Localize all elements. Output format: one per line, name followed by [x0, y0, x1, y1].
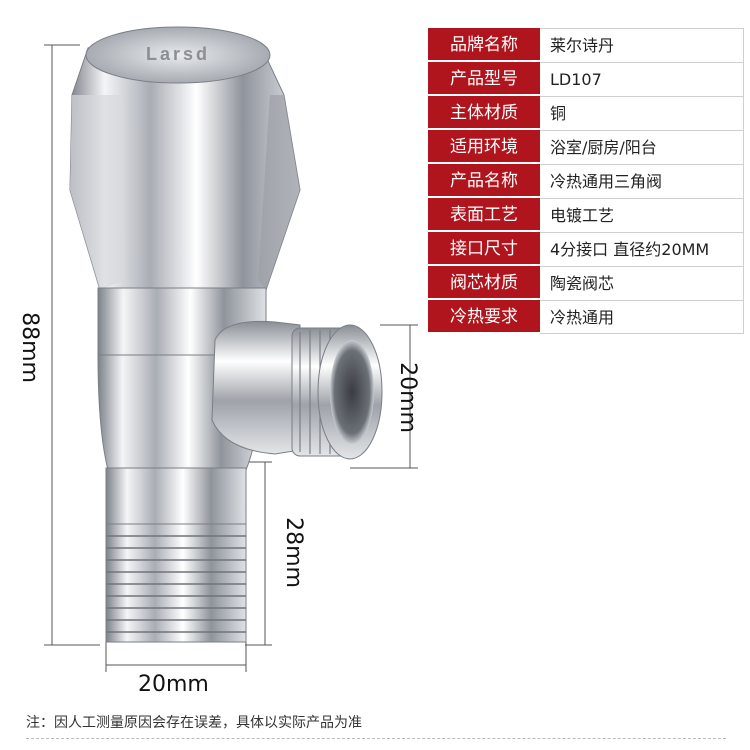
- base-width-dimension: [105, 640, 247, 672]
- footer-divider: [26, 738, 726, 739]
- outlet-diameter-value: 20mm: [394, 362, 420, 433]
- spec-label: 表面工艺: [428, 198, 540, 232]
- spec-value: 电镀工艺: [540, 198, 744, 232]
- thread-length-value: 28mm: [280, 517, 306, 588]
- side-outlet: [211, 320, 383, 460]
- spec-label: 阀芯材质: [428, 266, 540, 300]
- spec-label: 接口尺寸: [428, 232, 540, 266]
- spec-row: 品牌名称 莱尔诗丹: [428, 28, 744, 62]
- measurement-note: 注：因人工测量原因会存在误差，具体以实际产品为准: [26, 715, 362, 731]
- height-dimension: [44, 44, 100, 646]
- spec-value: 冷热通用: [540, 300, 744, 334]
- spec-value: 铜: [540, 96, 744, 130]
- thread-dimension: [245, 461, 272, 646]
- spec-value: 浴室/厨房/阳台: [540, 130, 744, 164]
- spec-label: 适用环境: [428, 130, 540, 164]
- spec-row: 产品型号 LD107: [428, 62, 744, 96]
- outlet-dimension: [350, 324, 418, 469]
- spec-value: 陶瓷阀芯: [540, 266, 744, 300]
- spec-label: 产品名称: [428, 164, 540, 198]
- spec-label: 产品型号: [428, 62, 540, 96]
- spec-table: 品牌名称 莱尔诗丹 产品型号 LD107 主体材质 铜 适用环境 浴室/厨房/阳…: [428, 28, 744, 334]
- threaded-inlet: [105, 523, 247, 643]
- spec-value: LD107: [540, 62, 744, 96]
- spec-value: 莱尔诗丹: [540, 28, 744, 62]
- valve-handle: [69, 26, 301, 291]
- spec-row: 表面工艺 电镀工艺: [428, 198, 744, 232]
- spec-row: 主体材质 铜: [428, 96, 744, 130]
- height-label: 88mm: [17, 312, 42, 383]
- height-value: 88mm: [16, 312, 42, 383]
- spec-row: 产品名称 冷热通用三角阀: [428, 164, 744, 198]
- thread-length-label: 28mm: [281, 517, 306, 588]
- spec-label: 主体材质: [428, 96, 540, 130]
- spec-label: 品牌名称: [428, 28, 540, 62]
- outlet-diameter-label: 20mm: [395, 362, 420, 433]
- spec-row: 冷热要求 冷热通用: [428, 300, 744, 334]
- spec-value: 冷热通用三角阀: [540, 164, 744, 198]
- spec-value: 4分接口 直径约20MM: [540, 232, 744, 266]
- spec-row: 阀芯材质 陶瓷阀芯: [428, 266, 744, 300]
- base-width-value: 20mm: [138, 672, 209, 697]
- spec-label: 冷热要求: [428, 300, 540, 334]
- brand-engraving: Larsd: [146, 44, 210, 64]
- spec-row: 接口尺寸 4分接口 直径约20MM: [428, 232, 744, 266]
- spec-row: 适用环境 浴室/厨房/阳台: [428, 130, 744, 164]
- base-width-label: 20mm: [138, 672, 209, 697]
